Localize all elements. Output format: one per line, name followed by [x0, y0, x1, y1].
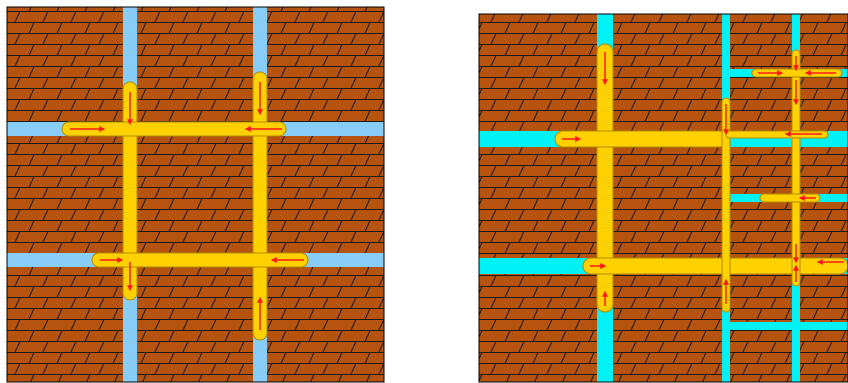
right-flow-horizontal-2 — [583, 258, 848, 274]
right-panel — [479, 14, 848, 382]
left-panel — [7, 7, 384, 382]
left-panel-brick-background — [7, 7, 384, 382]
right-flow-horizontal-1 — [555, 131, 727, 147]
right-channel-branch-3 — [722, 322, 848, 330]
